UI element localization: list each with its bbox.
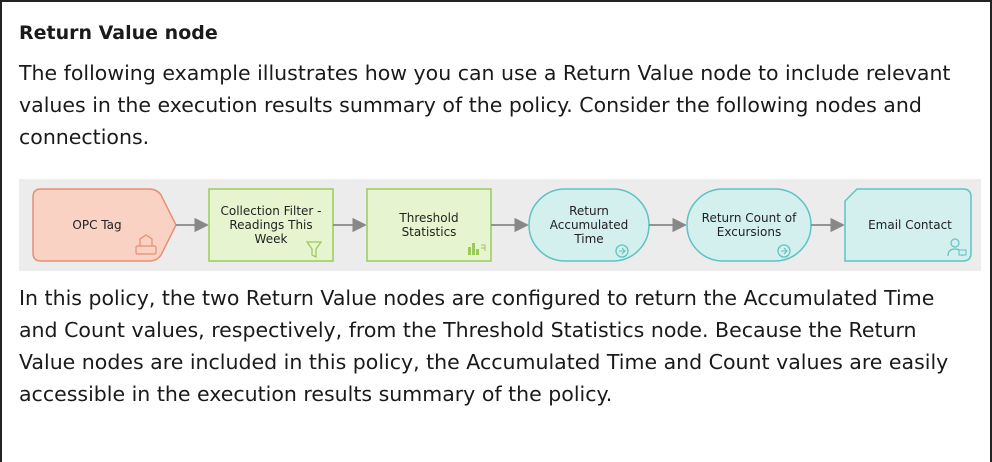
node-label: Return Count of Excursions [701, 211, 797, 239]
node-label: Return Accumulated Time [549, 204, 629, 246]
opc-icon [135, 234, 157, 255]
flow-graphic [32, 188, 972, 262]
node-label: Threshold Statistics [399, 211, 459, 239]
return-value-icon [777, 244, 791, 258]
section-heading: Return Value node [19, 22, 218, 44]
statistics-icon [468, 243, 486, 255]
node-label: Email Contact [868, 218, 952, 232]
body-paragraph: In this policy, the two Return Value nod… [19, 286, 949, 406]
node-label: Collection Filter - Readings This Week [220, 204, 322, 246]
filter-icon [305, 241, 323, 259]
return-value-icon [615, 244, 629, 258]
intro-paragraph: The following example illustrates how yo… [19, 61, 951, 149]
policy-flow-diagram: OPC Tag Collection Filter - Readings Thi… [19, 179, 981, 271]
node-label: OPC Tag [72, 218, 122, 232]
contact-icon [947, 238, 967, 257]
node-email-contact-shape[interactable] [844, 188, 972, 262]
